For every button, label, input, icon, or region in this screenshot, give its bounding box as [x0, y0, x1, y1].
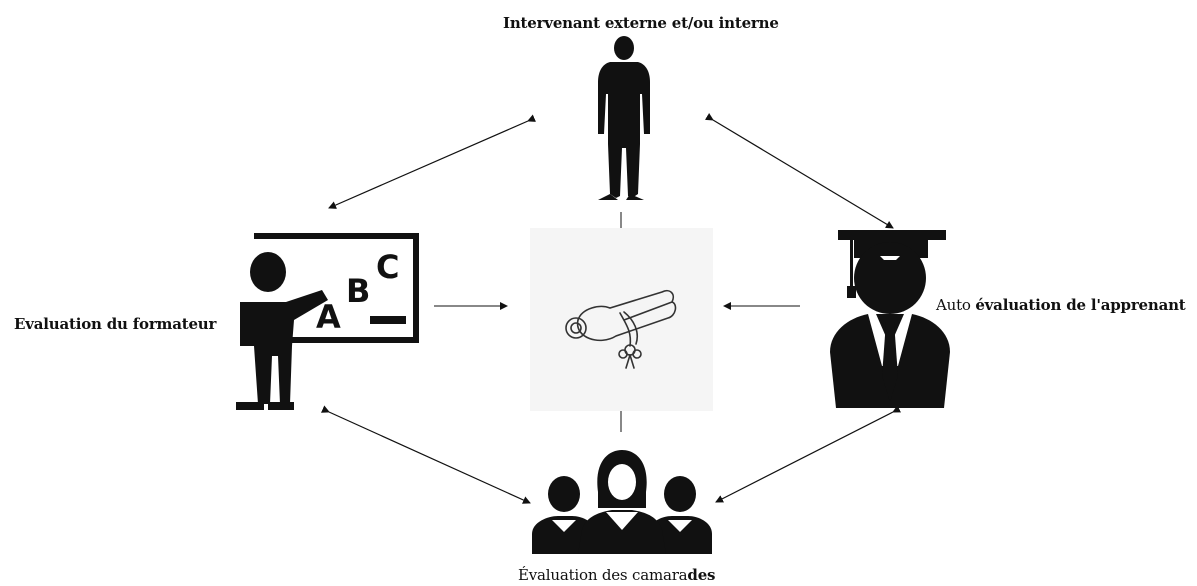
- arrow-top-right: [704, 112, 894, 229]
- graduate-icon: [830, 230, 950, 408]
- standing-person-icon: [598, 36, 650, 200]
- bottom-node-label-bold: des: [687, 566, 716, 584]
- board-letter-b: B: [346, 272, 370, 310]
- board-letter-c: C: [376, 248, 399, 286]
- right-node-label-bold: évaluation de l'apprenant: [975, 296, 1186, 314]
- left-node-label: Evaluation du formateur: [14, 315, 217, 333]
- arrow-right-bottom: [715, 405, 902, 503]
- group-icon: [532, 450, 712, 554]
- arrow-left-bottom: [320, 405, 531, 504]
- diploma-scroll-icon: [530, 228, 713, 411]
- right-node-label: Auto évaluation de l'apprenant: [936, 296, 1186, 314]
- right-node-label-light: Auto: [936, 296, 976, 314]
- board-letter-a: A: [316, 298, 341, 336]
- teacher-board-icon: A B C: [236, 233, 419, 410]
- arrow-top-left: [328, 114, 537, 209]
- bottom-node-label: Évaluation des camarades: [518, 566, 716, 584]
- bottom-node-label-light: Évaluation des camara: [518, 566, 688, 584]
- top-node-label: Intervenant externe et/ou interne: [503, 14, 779, 32]
